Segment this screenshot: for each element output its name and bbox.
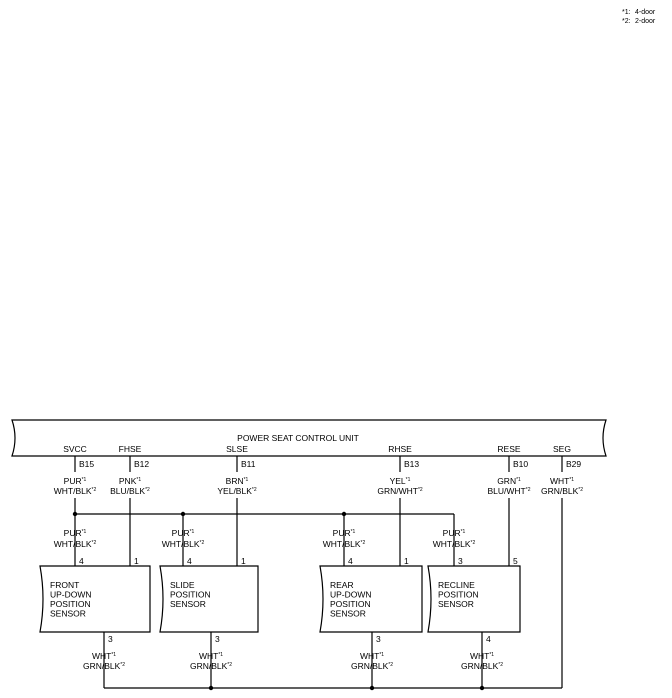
recline-sensor-supply-pin: 3 <box>458 556 463 566</box>
pin-rhse-name: RHSE <box>388 444 412 454</box>
slide-sensor-label-line: SENSOR <box>170 599 206 609</box>
rear-up-down-sensor-outline <box>319 565 423 633</box>
control-unit-title: POWER SEAT CONTROL UNIT <box>237 433 359 443</box>
recline-sensor-label-line: RECLINE <box>438 580 475 590</box>
front-up-down-sensor-ground-color-4door: WHT*1 <box>92 651 116 661</box>
slide-sensor-ground-pin: 3 <box>215 634 220 644</box>
pin-rhse-color-4door: YEL*1 <box>390 476 411 486</box>
pin-rese-color-2door: BLU/WHT*2 <box>488 486 531 496</box>
pin-svcc-number: B15 <box>79 459 94 469</box>
recline-sensor-ground-color-2door: GRN/BLK*2 <box>461 661 503 671</box>
pin-slse-color-2door: YEL/BLK*2 <box>217 486 256 496</box>
pin-fhse-color-2door: BLU/BLK*2 <box>110 486 150 496</box>
rear-up-down-sensor-ground-color-4door: WHT*1 <box>360 651 384 661</box>
pin-svcc-color-4door: PUR*1 <box>64 476 87 486</box>
rear-up-down-sensor-supply-color-2door: WHT/BLK*2 <box>323 539 366 549</box>
rear-up-down-sensor-label-line: REAR <box>330 580 354 590</box>
pin-fhse-name: FHSE <box>119 444 142 454</box>
front-up-down-sensor-supply-color-4door: PUR*1 <box>64 528 87 538</box>
connector-pins: SVCCB15PUR*1WHT/BLK*2FHSEB12PNK*1BLU/BLK… <box>54 444 583 688</box>
recline-sensor-ground-color-4door: WHT*1 <box>470 651 494 661</box>
recline-sensor-ground-pin: 4 <box>486 634 491 644</box>
front-up-down-sensor-label-line: SENSOR <box>50 609 86 619</box>
pin-rhse-number: B13 <box>404 459 419 469</box>
slide-sensor-supply-color-2door: WHT/BLK*2 <box>162 539 205 549</box>
recline-sensor-supply-color-2door: WHT/BLK*2 <box>433 539 476 549</box>
slide-sensor-outline <box>159 565 259 633</box>
pin-svcc-color-2door: WHT/BLK*2 <box>54 486 97 496</box>
control-unit-outline <box>11 419 607 457</box>
note-1-mark: *1: <box>622 9 631 16</box>
pin-rese-color-4door: GRN*1 <box>497 476 521 486</box>
pin-rese-name: RESE <box>497 444 520 454</box>
wires <box>72 511 562 691</box>
front-up-down-sensor-signal-pin: 1 <box>134 556 139 566</box>
pin-fhse-color-4door: PNK*1 <box>119 476 141 486</box>
rear-up-down-sensor-supply-pin: 4 <box>348 556 353 566</box>
front-up-down-sensor-label-line: POSITION <box>50 599 91 609</box>
pin-seg-number: B29 <box>566 459 581 469</box>
pin-svcc-name: SVCC <box>63 444 87 454</box>
recline-sensor-label-line: POSITION <box>438 590 479 600</box>
pin-slse-color-4door: BRN*1 <box>226 476 249 486</box>
slide-sensor-label-line: POSITION <box>170 590 211 600</box>
recline-sensor-signal-pin: 5 <box>513 556 518 566</box>
rear-up-down-sensor-supply-color-4door: PUR*1 <box>333 528 356 538</box>
rear-up-down-sensor-ground-color-2door: GRN/BLK*2 <box>351 661 393 671</box>
rear-up-down-sensor-signal-pin: 1 <box>404 556 409 566</box>
slide-sensor-supply-pin: 4 <box>187 556 192 566</box>
pin-seg-name: SEG <box>553 444 571 454</box>
pin-slse-number: B11 <box>241 459 256 469</box>
slide-sensor-label-line: SLIDE <box>170 580 195 590</box>
recline-sensor-supply-color-4door: PUR*1 <box>443 528 466 538</box>
pin-seg-color-4door: WHT*1 <box>550 476 574 486</box>
front-up-down-sensor-label-line: UP-DOWN <box>50 590 92 600</box>
note-2-text: 2-door <box>635 18 656 25</box>
recline-sensor-outline <box>427 565 521 633</box>
footnote-legend: *1: 4-door *2: 2-door <box>622 9 656 25</box>
note-2-mark: *2: <box>622 18 631 25</box>
front-up-down-sensor-ground-pin: 3 <box>108 634 113 644</box>
slide-sensor-ground-color-2door: GRN/BLK*2 <box>190 661 232 671</box>
slide-sensor-supply-color-4door: PUR*1 <box>172 528 195 538</box>
control-unit: POWER SEAT CONTROL UNIT <box>11 419 607 457</box>
front-up-down-sensor-supply-pin: 4 <box>79 556 84 566</box>
front-up-down-sensor-label-line: FRONT <box>50 580 79 590</box>
front-up-down-sensor-outline <box>39 565 151 633</box>
rear-up-down-sensor-label-line: POSITION <box>330 599 371 609</box>
note-1-text: 4-door <box>635 9 656 16</box>
pin-rhse-color-2door: GRN/WHT*2 <box>377 486 423 496</box>
front-up-down-sensor-ground-color-2door: GRN/BLK*2 <box>83 661 125 671</box>
pin-rese-number: B10 <box>513 459 528 469</box>
slide-sensor-signal-pin: 1 <box>241 556 246 566</box>
rear-up-down-sensor-label-line: SENSOR <box>330 609 366 619</box>
pin-fhse-number: B12 <box>134 459 149 469</box>
rear-up-down-sensor-ground-pin: 3 <box>376 634 381 644</box>
recline-sensor-label-line: SENSOR <box>438 599 474 609</box>
slide-sensor-ground-color-4door: WHT*1 <box>199 651 223 661</box>
pin-slse-name: SLSE <box>226 444 248 454</box>
rear-up-down-sensor-label-line: UP-DOWN <box>330 590 372 600</box>
front-up-down-sensor-supply-color-2door: WHT/BLK*2 <box>54 539 97 549</box>
pin-seg-color-2door: GRN/BLK*2 <box>541 486 583 496</box>
